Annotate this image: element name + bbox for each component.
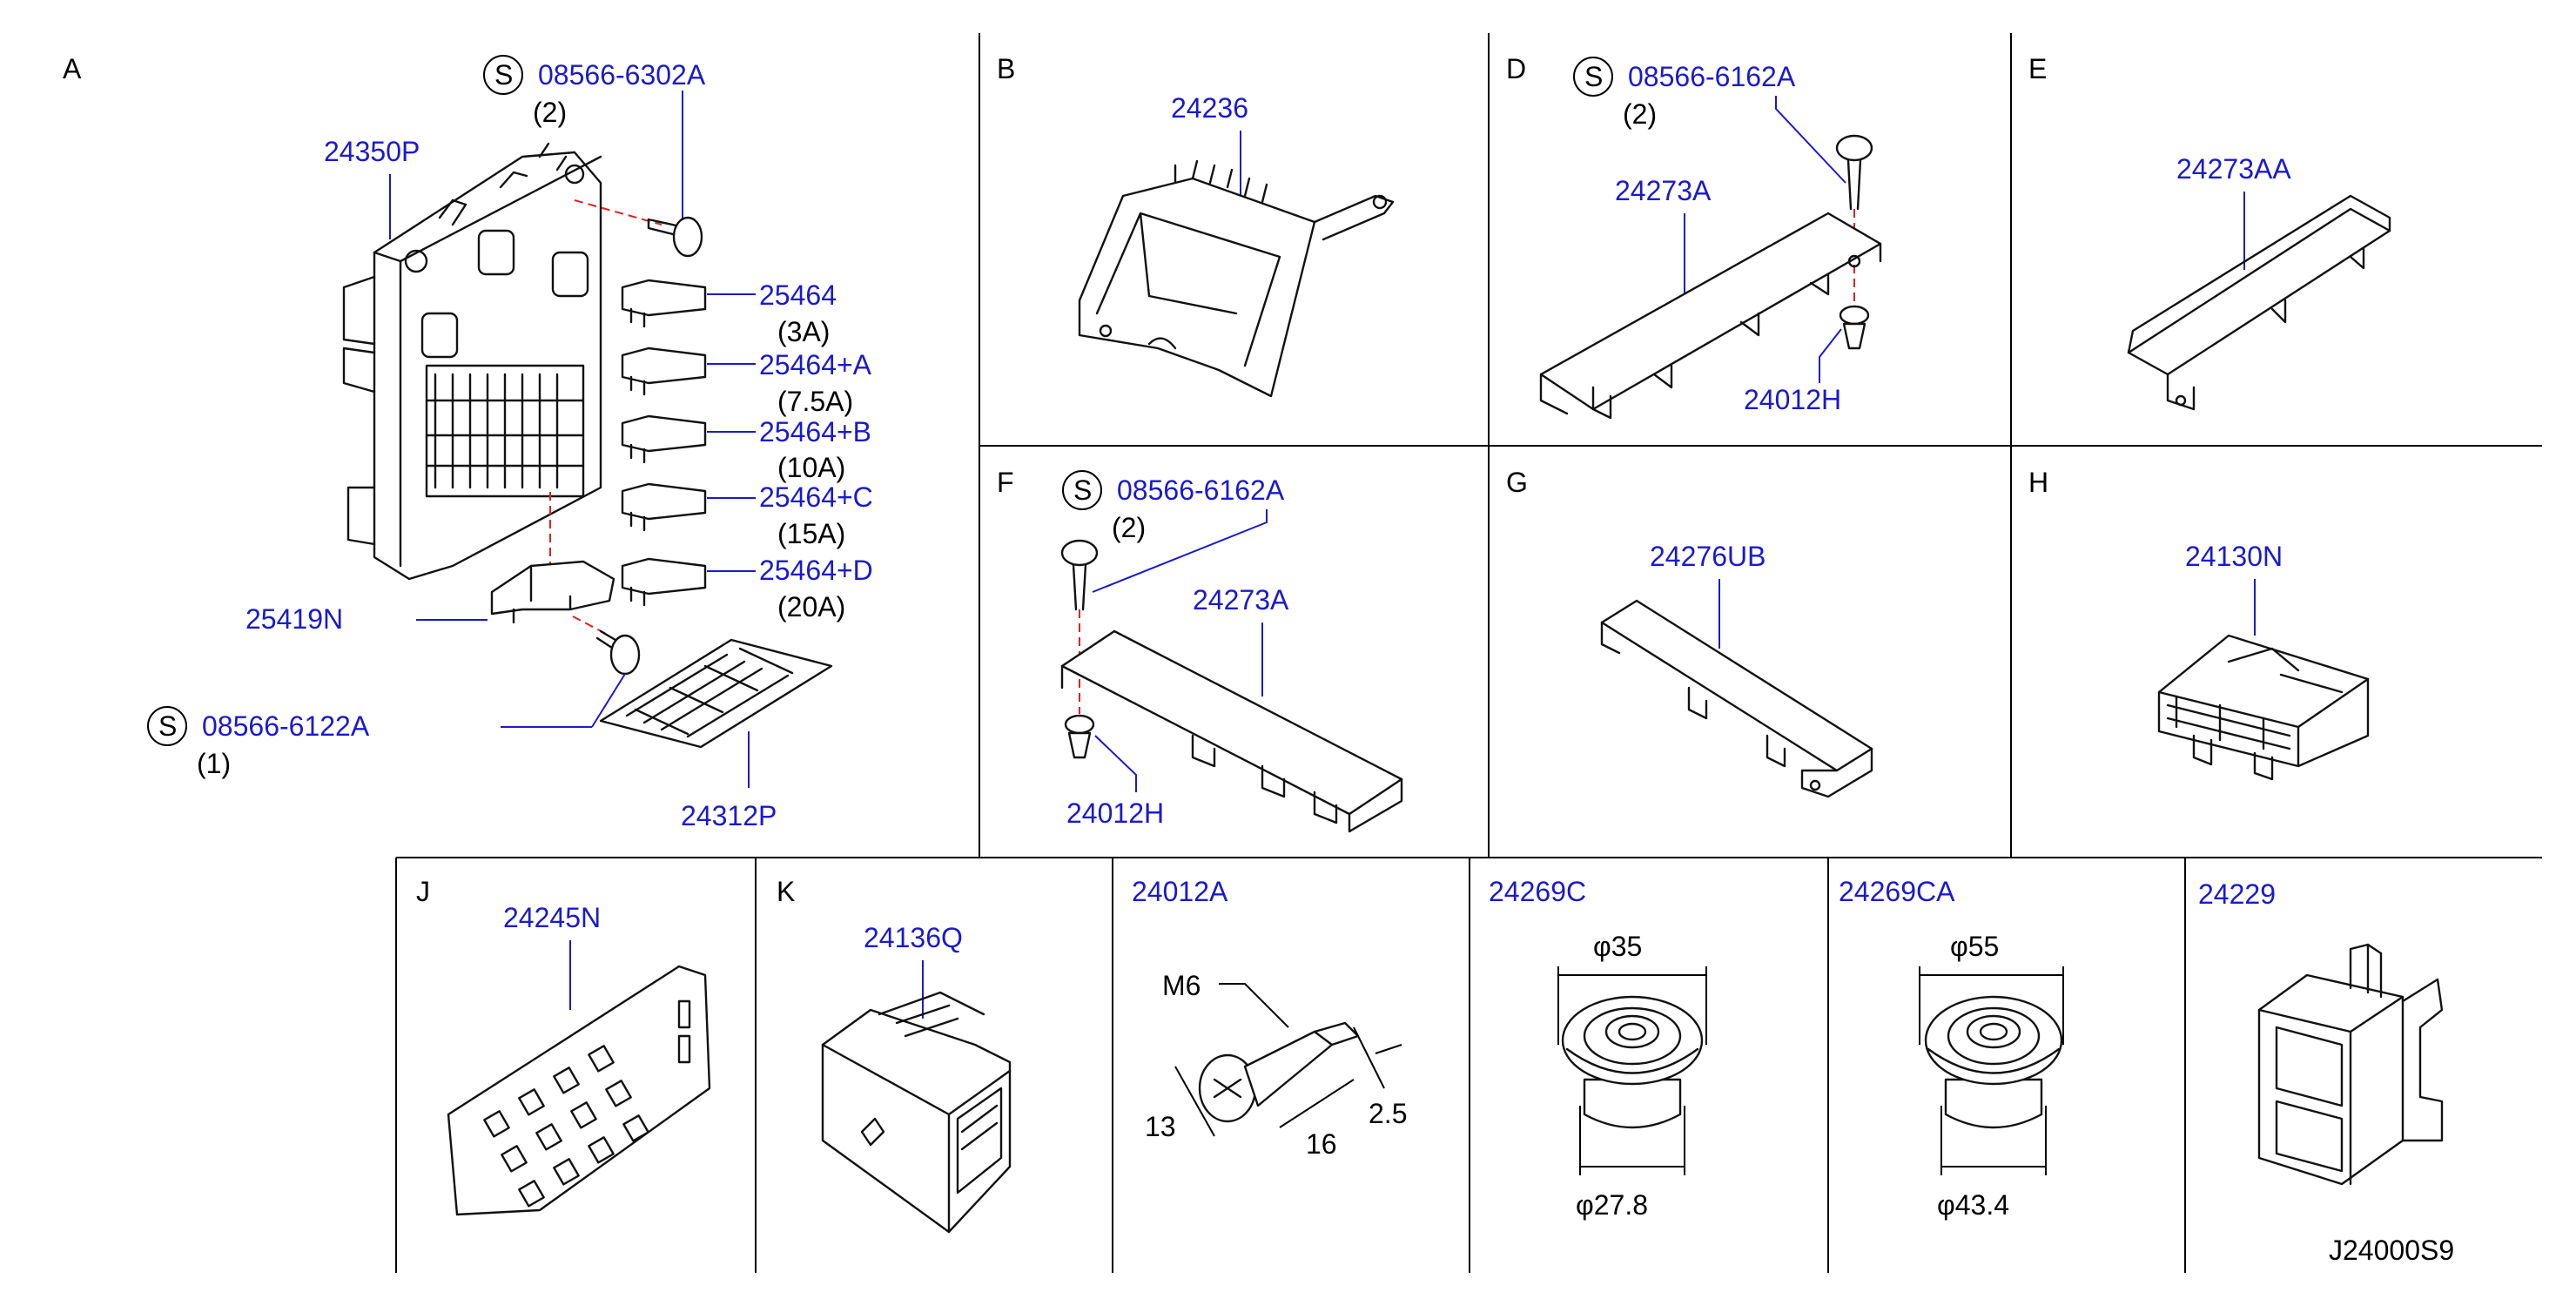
part-number-24229[interactable]: 24229 <box>2198 878 2276 910</box>
fuse-rating-10a: (10A) <box>777 452 845 483</box>
panel-a: A S 08566-6302A (2) 24350P <box>63 53 873 831</box>
panel-grommet-1: 24269C φ35 φ27.8 <box>1489 876 1707 1221</box>
part-number-24236[interactable]: 24236 <box>1171 92 1248 124</box>
dimension-16: 16 <box>1306 1128 1337 1160</box>
part-number-24269ca[interactable]: 24269CA <box>1839 876 1955 907</box>
part-number-24130n[interactable]: 24130N <box>2185 541 2283 572</box>
fuse-rating-15a: (15A) <box>777 518 845 549</box>
part-number-08566-6122a[interactable]: 08566-6122A <box>202 710 370 742</box>
part-number-08566-6162a-f[interactable]: 08566-6162A <box>1117 474 1285 506</box>
screw-illustration <box>647 216 703 258</box>
dimension-phi-27-8: φ27.8 <box>1576 1189 1648 1221</box>
diagram-code: J24000S9 <box>2329 1235 2454 1266</box>
panel-e: E 24273AA <box>2028 53 2391 411</box>
part-number-25419n[interactable]: 25419N <box>245 603 343 635</box>
part-number-25464-a[interactable]: 25464+A <box>759 349 872 380</box>
panel-bolt: 24012A M6 13 16 2.5 <box>1132 876 1407 1160</box>
panel-letter-h: H <box>2028 467 2048 498</box>
s-symbol-circle <box>483 55 523 95</box>
part-number-25464-c[interactable]: 25464+C <box>759 481 873 513</box>
label-sheet-illustration <box>599 638 833 749</box>
part-number-25464-d[interactable]: 25464+D <box>759 555 873 586</box>
part-number-08566-6302a[interactable]: 08566-6302A <box>538 59 706 91</box>
relay-bracket-illustration <box>1078 159 1395 398</box>
s-symbol-d: S <box>1584 61 1603 92</box>
relay-holder-illustration <box>2257 943 2444 1186</box>
fuse-rating-3a: (3A) <box>777 316 830 347</box>
s-symbol-circle-2 <box>147 706 187 746</box>
panel-24229: 24229 <box>2198 878 2444 1186</box>
quantity-label-f: (2) <box>1112 512 1146 543</box>
screw-illustration-lower <box>595 629 641 676</box>
dimension-2-5: 2.5 <box>1369 1098 1407 1129</box>
part-number-24012a[interactable]: 24012A <box>1132 876 1228 907</box>
dimension-phi-43-4: φ43.4 <box>1937 1189 2009 1221</box>
panel-letter-d: D <box>1506 53 1526 84</box>
thread-label-m6: M6 <box>1162 970 1201 1001</box>
screw-f-illustration <box>1060 539 1099 611</box>
part-number-25464-b[interactable]: 25464+B <box>759 416 871 447</box>
panel-k: K 24136Q <box>777 876 1012 1234</box>
harness-bracket-f-illustration <box>1060 629 1403 833</box>
fuse-set-illustration <box>621 279 707 607</box>
panel-d: D S 08566-6162A (2) 24273A 24012H <box>1506 53 1882 420</box>
harness-bracket-e-illustration <box>2127 194 2391 411</box>
part-number-24012h[interactable]: 24012H <box>1744 384 1841 415</box>
connector-h-illustration <box>2157 634 2370 781</box>
panel-letter-j: J <box>416 876 430 907</box>
connector-k-illustration <box>821 991 1012 1234</box>
part-number-24273a[interactable]: 24273A <box>1615 175 1712 206</box>
part-number-24350p[interactable]: 24350P <box>324 136 420 167</box>
s-symbol-f: S <box>1073 474 1092 506</box>
s-symbol-2: S <box>158 710 177 742</box>
part-number-24312p[interactable]: 24312P <box>681 800 777 831</box>
quantity-label: (2) <box>533 97 567 128</box>
panel-j: J 24245N <box>416 876 711 1216</box>
panel-grid <box>395 33 2542 1273</box>
panel-g: G 24276UB <box>1506 467 1873 798</box>
part-number-24273aa[interactable]: 24273AA <box>2176 153 2291 185</box>
dimension-phi-35: φ35 <box>1593 931 1642 962</box>
panel-f: F S 08566-6162A (2) 24273A 24012H <box>997 467 1403 833</box>
harness-bracket-g-illustration <box>1600 599 1873 798</box>
part-number-24245n[interactable]: 24245N <box>503 902 601 933</box>
harness-bracket-d-illustration <box>1539 212 1882 420</box>
panel-letter-k: K <box>777 876 795 907</box>
grommet-1-illustration <box>1561 995 1704 1129</box>
cover-plate-j-illustration <box>447 965 711 1216</box>
bracket-illustration <box>490 560 615 624</box>
panel-b: B 24236 <box>997 53 1395 398</box>
part-number-24269c[interactable]: 24269C <box>1489 876 1586 907</box>
clip-f-illustration <box>1064 714 1095 759</box>
bolt-illustration <box>1198 1021 1360 1123</box>
dimension-13: 13 <box>1145 1111 1176 1142</box>
fuse-box-illustration <box>342 142 602 581</box>
screw-d-illustration <box>1835 134 1873 211</box>
quantity-label-d: (2) <box>1623 98 1657 130</box>
part-number-24012h-f[interactable]: 24012H <box>1066 797 1164 829</box>
fuse-rating-7-5a: (7.5A) <box>777 386 853 417</box>
dimension-phi-55: φ55 <box>1950 931 1999 962</box>
panel-letter-a: A <box>63 53 82 84</box>
s-symbol-circle-d <box>1573 57 1613 97</box>
part-number-08566-6162a[interactable]: 08566-6162A <box>1628 61 1796 92</box>
panel-grommet-2: 24269CA φ55 φ43.4 <box>1839 876 2064 1221</box>
panel-letter-e: E <box>2028 53 2047 84</box>
panel-letter-b: B <box>997 53 1015 84</box>
s-symbol: S <box>494 59 513 91</box>
clip-d-illustration <box>1839 305 1870 350</box>
panel-letter-g: G <box>1506 467 1528 498</box>
part-number-24276ub[interactable]: 24276UB <box>1650 541 1766 572</box>
fuse-rating-20a: (20A) <box>777 591 845 622</box>
part-number-25464[interactable]: 25464 <box>759 279 837 311</box>
part-number-24273a-f[interactable]: 24273A <box>1193 584 1289 616</box>
grommet-2-illustration <box>1924 995 2063 1129</box>
panel-letter-f: F <box>997 467 1014 498</box>
part-number-24136q[interactable]: 24136Q <box>864 922 963 953</box>
panel-h: H 24130N <box>2028 467 2370 781</box>
s-symbol-circle-f <box>1062 470 1102 510</box>
quantity-label-2: (1) <box>197 748 231 779</box>
